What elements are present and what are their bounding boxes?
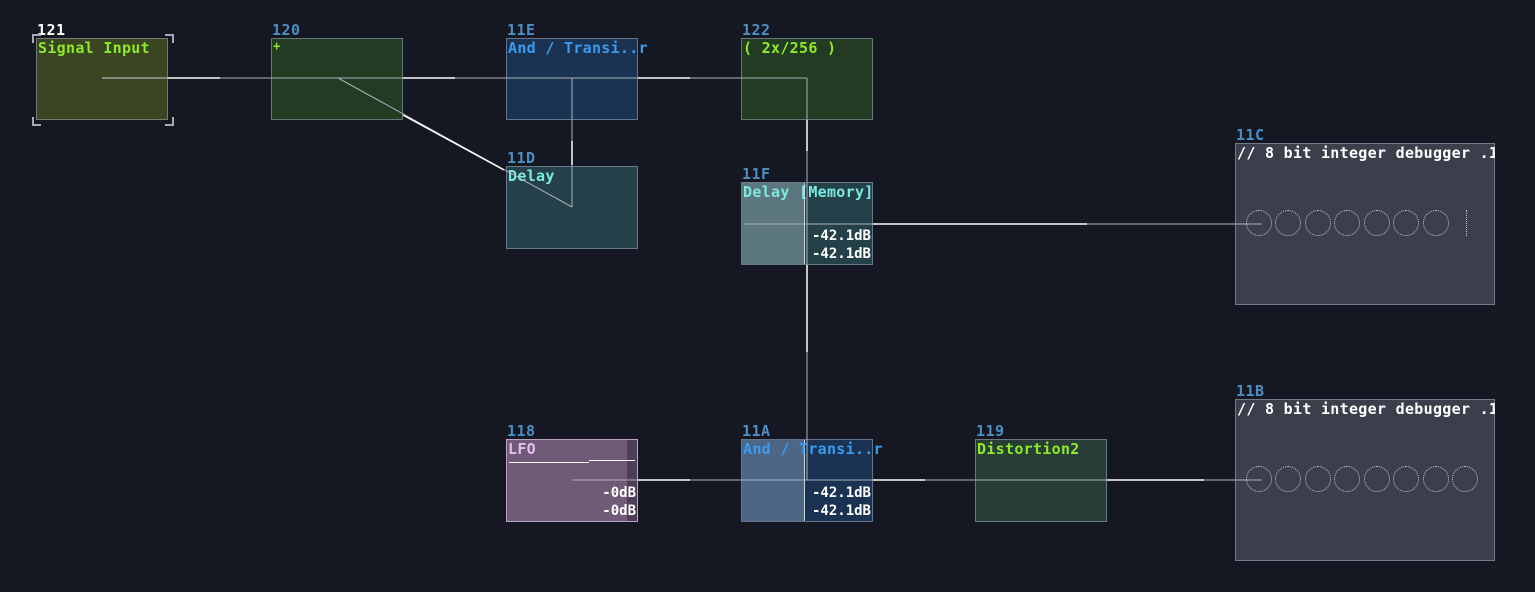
waveform-line [589, 460, 635, 461]
node-119-distortion[interactable]: 119 Distortion2 [975, 422, 1107, 522]
bit-lamp [1246, 210, 1272, 236]
level-meter-top: -0dB [602, 485, 636, 501]
node-label: LFO [508, 440, 536, 458]
level-bar [742, 440, 804, 521]
level-bar [627, 440, 637, 521]
node-id: 11F [742, 165, 771, 183]
node-122-expression[interactable]: 122 ( 2x/256 ) [741, 21, 873, 120]
node-label: Distortion2 [977, 440, 1080, 458]
level-divider [804, 440, 805, 521]
bit-lamp [1364, 466, 1390, 492]
selection-corner-bl [32, 117, 41, 126]
node-label: ( 2x/256 ) [743, 39, 837, 57]
selection-corner-tl [32, 34, 41, 43]
node-id: 11D [507, 149, 536, 167]
bit-lamp [1275, 210, 1301, 236]
node-11b-debugger[interactable]: 11B // 8 bit integer debugger .1 [1235, 382, 1495, 561]
bit-lamp [1305, 210, 1331, 236]
node-121-signal-input[interactable]: 121 Signal Input [36, 21, 168, 120]
node-label: And / Transi..r [743, 440, 883, 458]
node-120-add[interactable]: 120 + [271, 21, 403, 120]
selection-corner-tr [165, 34, 174, 43]
level-meter-top: -42.1dB [811, 485, 871, 501]
node-11c-debugger[interactable]: 11C // 8 bit integer debugger .1 [1235, 126, 1495, 305]
level-meter-bottom: -0dB [602, 503, 636, 519]
node-id: 119 [976, 422, 1005, 440]
node-id: 122 [742, 21, 771, 39]
bit-lamp [1246, 466, 1272, 492]
node-11e-and-transistor[interactable]: 11E And / Transi..r [506, 21, 648, 120]
node-11a-and-transistor[interactable]: 11A And / Transi..r -42.1dB -42.1dB [741, 422, 883, 522]
bit-lamp-partial [1466, 210, 1467, 236]
bit-lamp [1275, 466, 1301, 492]
node-11d-delay[interactable]: 11D Delay [506, 149, 638, 249]
node-label: Delay [Memory] [743, 183, 874, 201]
node-label: + [273, 39, 281, 53]
node-id: 121 [37, 21, 66, 39]
node-label: Signal Input [38, 39, 150, 57]
node-id: 118 [507, 422, 536, 440]
node-11f-delay-memory[interactable]: 11F Delay [Memory] -42.1dB -42.1dB [741, 165, 874, 265]
node-id: 11E [507, 21, 536, 39]
node-label: And / Transi..r [508, 39, 648, 57]
level-meter-bottom: -42.1dB [811, 503, 871, 519]
bit-lamp [1423, 466, 1449, 492]
node-label: // 8 bit integer debugger .1 [1237, 144, 1495, 162]
node-118-lfo[interactable]: 118 LFO -0dB -0dB [506, 422, 638, 522]
node-label: // 8 bit integer debugger .1 [1237, 400, 1495, 418]
bit-lamp [1364, 210, 1390, 236]
waveform-line [509, 462, 589, 463]
level-meter-bottom: -42.1dB [811, 246, 871, 262]
bit-lamp [1393, 210, 1419, 236]
bit-lamp [1393, 466, 1419, 492]
node-id: 11B [1236, 382, 1265, 400]
node-id: 120 [272, 21, 301, 39]
bit-lamp [1305, 466, 1331, 492]
node-label: Delay [508, 167, 555, 185]
selection-corner-br [165, 117, 174, 126]
bit-lamp [1334, 466, 1360, 492]
bit-lamp [1334, 210, 1360, 236]
node-id: 11A [742, 422, 771, 440]
bit-lamp [1423, 210, 1449, 236]
level-meter-top: -42.1dB [811, 228, 871, 244]
node-id: 11C [1236, 126, 1265, 144]
bit-lamp [1452, 466, 1478, 492]
